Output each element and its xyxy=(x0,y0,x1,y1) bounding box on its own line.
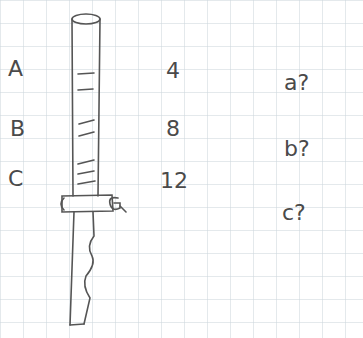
row-number: 12 xyxy=(160,170,188,192)
row-letter: C xyxy=(8,168,23,190)
unknown-label: c? xyxy=(282,202,306,224)
unknown-label: a? xyxy=(284,72,309,94)
unknown-label: b? xyxy=(284,138,310,160)
row-number: 8 xyxy=(166,118,180,140)
tube-drawing xyxy=(61,14,126,325)
row-number: 4 xyxy=(166,60,180,82)
row-letter: B xyxy=(10,118,25,140)
row-letter: A xyxy=(8,58,23,80)
